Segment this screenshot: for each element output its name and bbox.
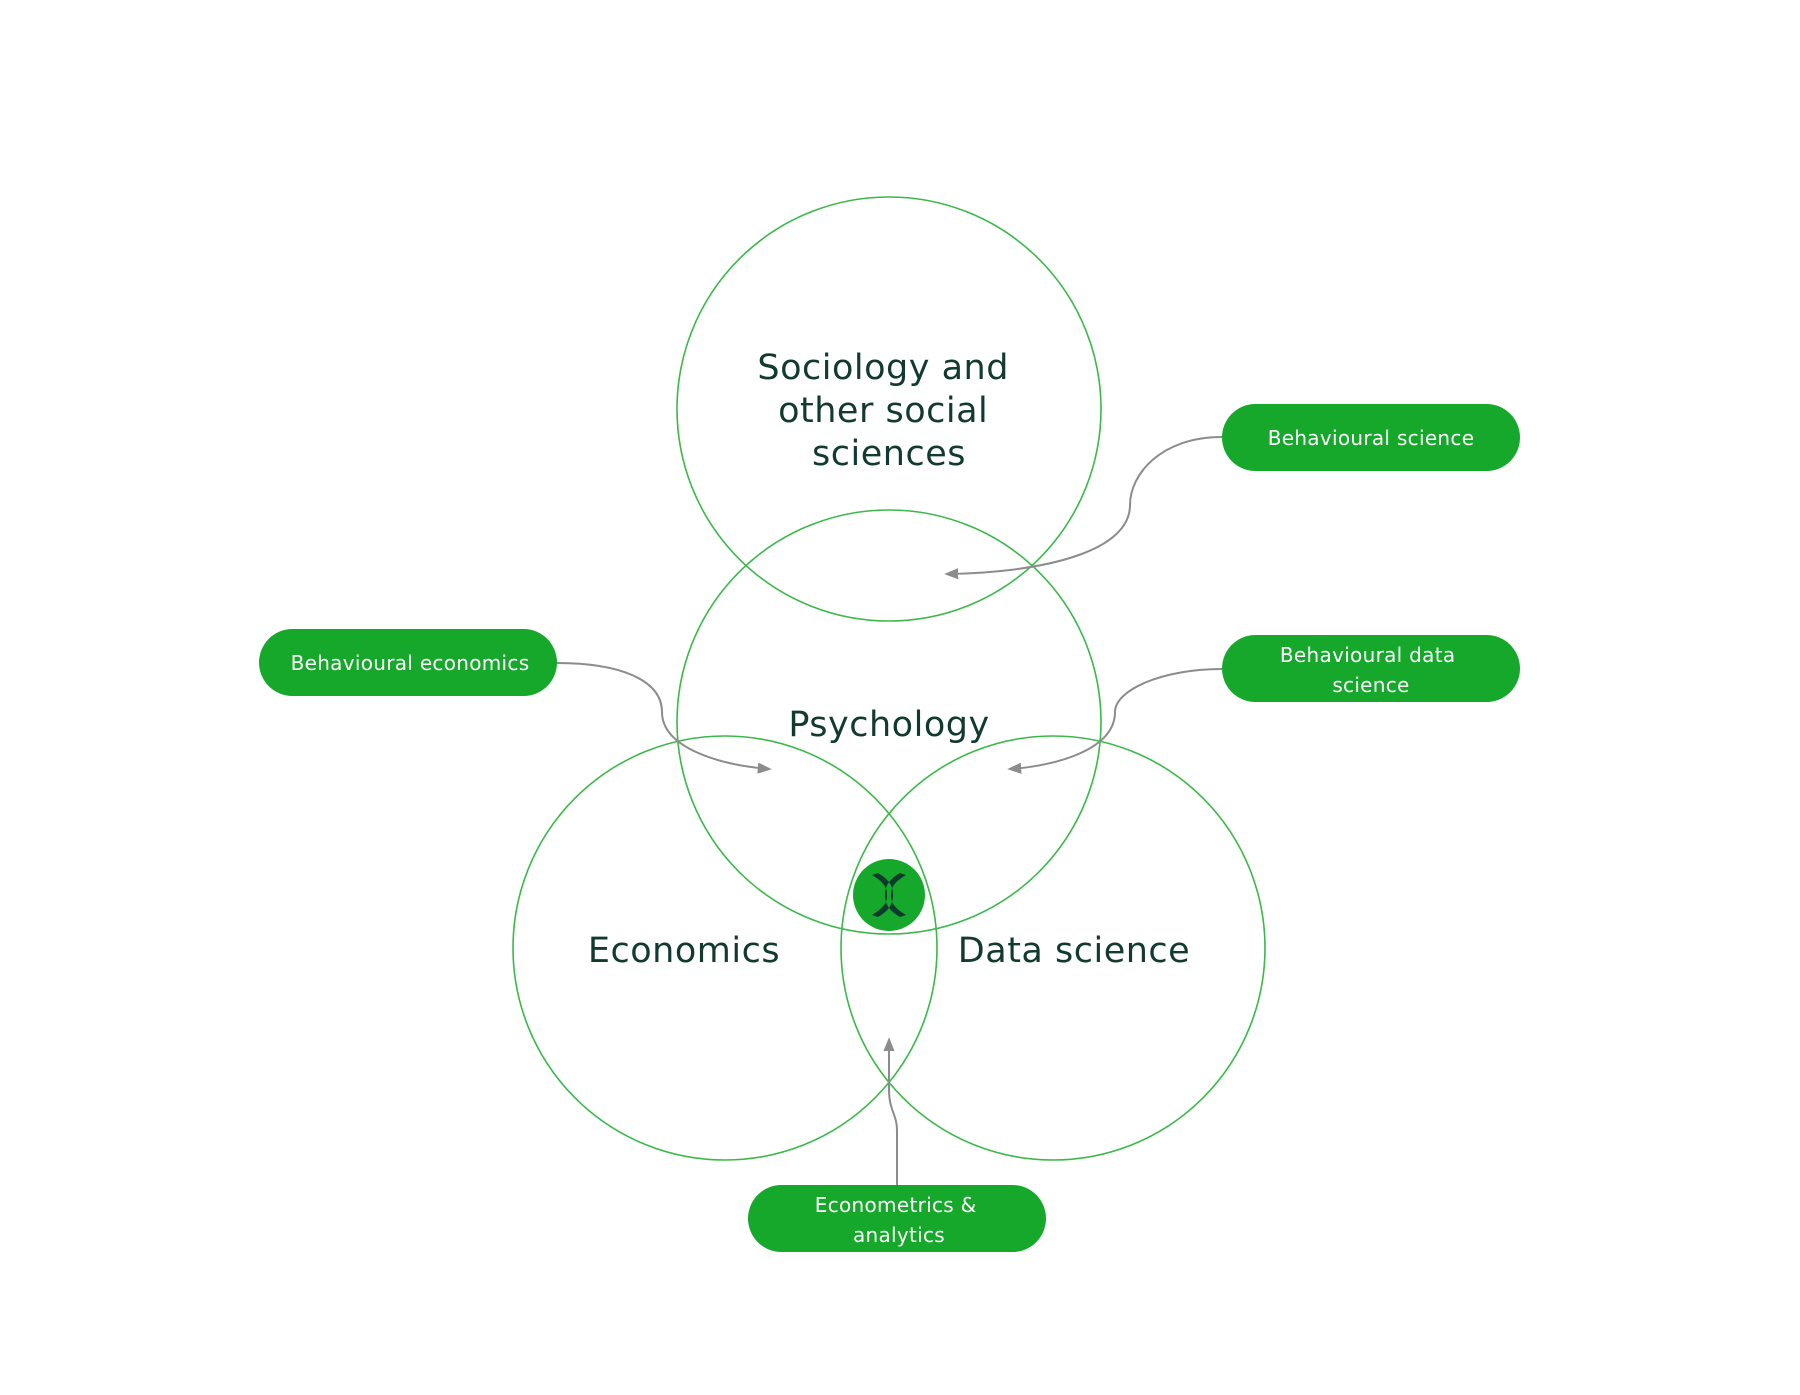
econometrics-pill-label: Econometrics & analytics: [815, 1193, 983, 1247]
behavioural-data-science-pill-line-1: Behavioural data: [1280, 643, 1456, 667]
brand-x-icon: [853, 859, 925, 931]
behavioural-data-science-pill-label: Behavioural data science: [1280, 643, 1462, 697]
econometrics-pill-line-2: analytics: [853, 1223, 945, 1247]
data-science-label-line-1: Data science: [958, 931, 1190, 971]
sociology-label: Sociology and other social sciences: [757, 348, 1020, 474]
behavioural-economics-connector: [556, 662, 772, 774]
econometrics-connector: [883, 1037, 898, 1185]
behavioural-economics-pill-line-1: Behavioural economics: [291, 651, 530, 675]
economics-label-line-1: Economics: [588, 931, 780, 971]
behavioural-science-pill-line-1: Behavioural science: [1268, 426, 1475, 450]
psychology-label-line-1: Psychology: [788, 705, 989, 745]
psychology-label: Psychology: [788, 705, 989, 745]
sociology-circle: [676, 196, 1102, 622]
psychology-circle: [676, 509, 1102, 935]
sociology-label-line-3: sciences: [812, 434, 966, 474]
behavioural-economics-pill-label: Behavioural economics: [291, 651, 530, 675]
econometrics-pill-background: [748, 1185, 1046, 1252]
data-science-label: Data science: [958, 931, 1190, 971]
sociology-label-line-2: other social: [778, 391, 988, 431]
brand-logo-background: [853, 859, 925, 931]
behavioural-data-science-pill-line-2: science: [1332, 673, 1409, 697]
behavioural-science-pill-label: Behavioural science: [1268, 426, 1475, 450]
econometrics-pill-line-1: Econometrics &: [815, 1193, 977, 1217]
economics-label: Economics: [588, 931, 780, 971]
economics-circle: [512, 735, 938, 1161]
behavioural-data-science-connector: [1007, 668, 1223, 774]
behavioural-science-connector: [944, 436, 1223, 580]
behavioural-data-science-pill: Behavioural data science: [1222, 635, 1520, 702]
data-science-circle: [840, 735, 1266, 1161]
behavioural-science-pill-background: [1222, 404, 1520, 471]
behavioural-data-science-pill-background: [1222, 635, 1520, 702]
behavioural-economics-pill: Behavioural economics: [259, 629, 557, 696]
behavioural-science-pill: Behavioural science: [1222, 404, 1520, 471]
sociology-label-line-1: Sociology and: [757, 348, 1009, 388]
behavioural-economics-pill-background: [259, 629, 557, 696]
econometrics-pill: Econometrics & analytics: [748, 1185, 1046, 1252]
